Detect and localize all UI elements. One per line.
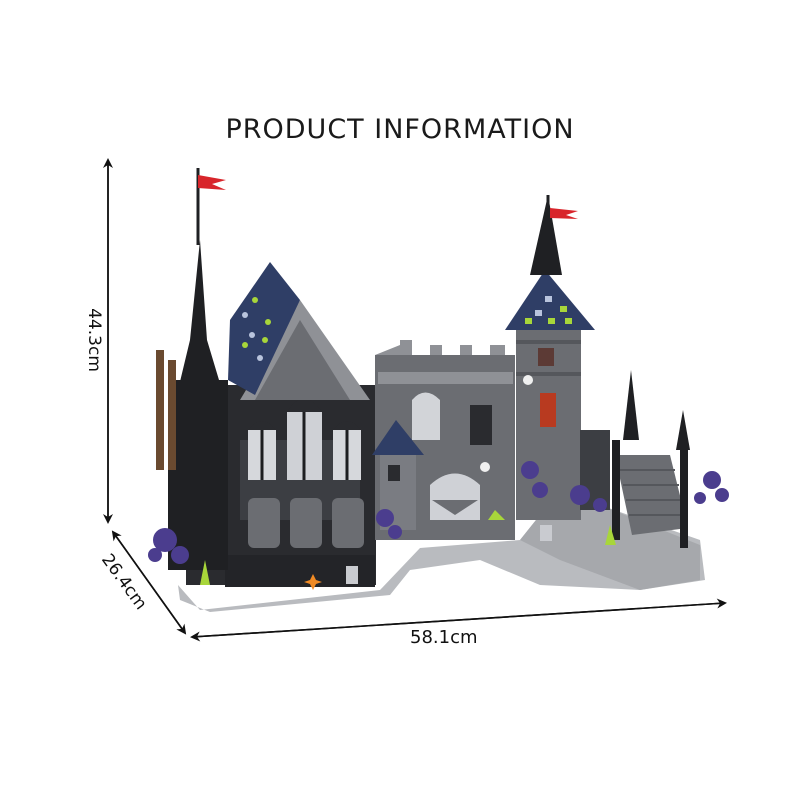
spider-decoration — [480, 462, 490, 472]
spider-decoration — [523, 375, 533, 385]
orange-star-decoration — [304, 574, 322, 590]
width-label: 58.1cm — [410, 627, 478, 648]
depth-dimension-arrow — [111, 530, 187, 635]
flag-right — [550, 208, 578, 219]
castle-model — [148, 168, 729, 612]
height-label: 44.3cm — [83, 308, 104, 372]
width-dimension-arrow — [190, 598, 727, 642]
flag-left — [198, 175, 226, 190]
product-information-title: PRODUCT INFORMATION — [225, 114, 575, 145]
